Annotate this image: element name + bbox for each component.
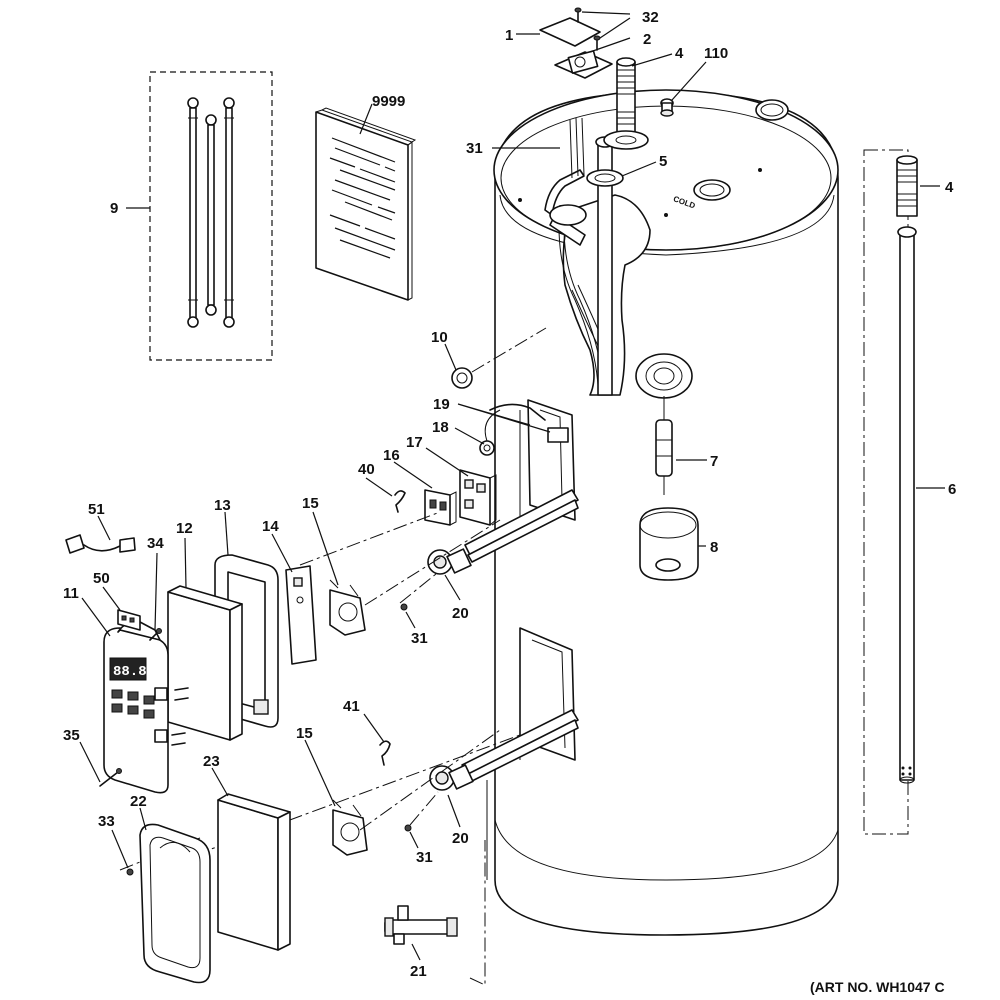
upper-element-housing [479,399,576,521]
upper-thermostat [459,469,497,526]
screw-35 [99,768,122,787]
control-module: 88.8 [103,620,169,794]
callout-2: 2 [643,31,651,48]
insulation-pad [285,565,317,665]
callout-17: 17 [406,434,423,451]
insulation-block-lower [217,793,291,951]
screw-33 [126,868,134,876]
thermostat-well [635,353,693,495]
callout-1: 1 [505,27,513,44]
callout-4-right: 4 [945,179,954,196]
callout-9999: 9999 [372,93,405,110]
callout-22: 22 [130,793,147,810]
insulation-sleeve [639,507,699,581]
dip-tube-assembly [863,149,918,835]
callout-11: 11 [63,585,79,602]
gasket [451,367,473,389]
drain-valve [384,905,458,945]
callout-8: 8 [710,539,718,556]
cover-plate [539,7,613,79]
callout-31-upper: 31 [411,630,428,647]
callout-20-lower: 20 [452,830,469,847]
callout-110: 110 [704,45,728,62]
upper-heating-element [427,489,579,575]
art-number: (ART NO. WH1047 C [810,979,945,995]
front-cover [139,823,211,984]
callout-14: 14 [262,518,279,535]
callout-40: 40 [358,461,375,478]
callout-51: 51 [88,501,105,518]
callout-23: 23 [203,753,220,770]
instruction-manual [315,107,417,301]
callout-16: 16 [383,447,400,464]
nipple-top [603,57,649,150]
callout-34: 34 [147,535,164,552]
element-bracket-upper [329,579,366,636]
callout-18: 18 [432,419,449,436]
insulation-block-upper [167,585,243,741]
callout-19: 19 [433,396,450,413]
upper-limit-control [424,489,457,526]
control-label [117,609,141,631]
display-digits: 88.8 [113,664,147,680]
lower-heating-element [429,709,579,791]
screw-lower [404,824,412,832]
callout-33: 33 [98,813,115,830]
callout-7: 7 [710,453,718,470]
element-bracket-lower [332,799,368,856]
callout-5: 5 [659,153,667,170]
wire-connector [65,534,136,554]
callout-32: 32 [642,9,659,26]
wire-clip-upper [394,490,406,513]
callout-12: 12 [176,520,193,537]
callout-4-top: 4 [675,45,684,62]
leader-lines [79,11,945,961]
callout-10: 10 [431,329,448,346]
callout-31-lower: 31 [416,849,433,866]
callout-15-upper: 15 [302,495,319,512]
callout-labels: 1 2 32 4 110 9999 31 5 4 9 10 19 18 7 6 … [63,9,956,980]
callout-50: 50 [93,570,110,587]
module-terminals [171,687,189,746]
callout-6: 6 [948,481,956,498]
callout-31-top: 31 [466,140,483,157]
callout-9: 9 [110,200,118,217]
anode-rod-kit [149,71,273,361]
screw-34 [149,628,162,641]
wire-harness [544,117,587,246]
callout-35: 35 [63,727,80,744]
plug-fitting [660,98,674,117]
screw-upper [400,603,408,611]
callout-20-upper: 20 [452,605,469,622]
callout-15-lower: 15 [296,725,313,742]
callout-41: 41 [343,698,360,715]
wire-clip-lower [379,740,391,766]
callout-21: 21 [410,963,427,980]
callout-13: 13 [214,497,231,514]
